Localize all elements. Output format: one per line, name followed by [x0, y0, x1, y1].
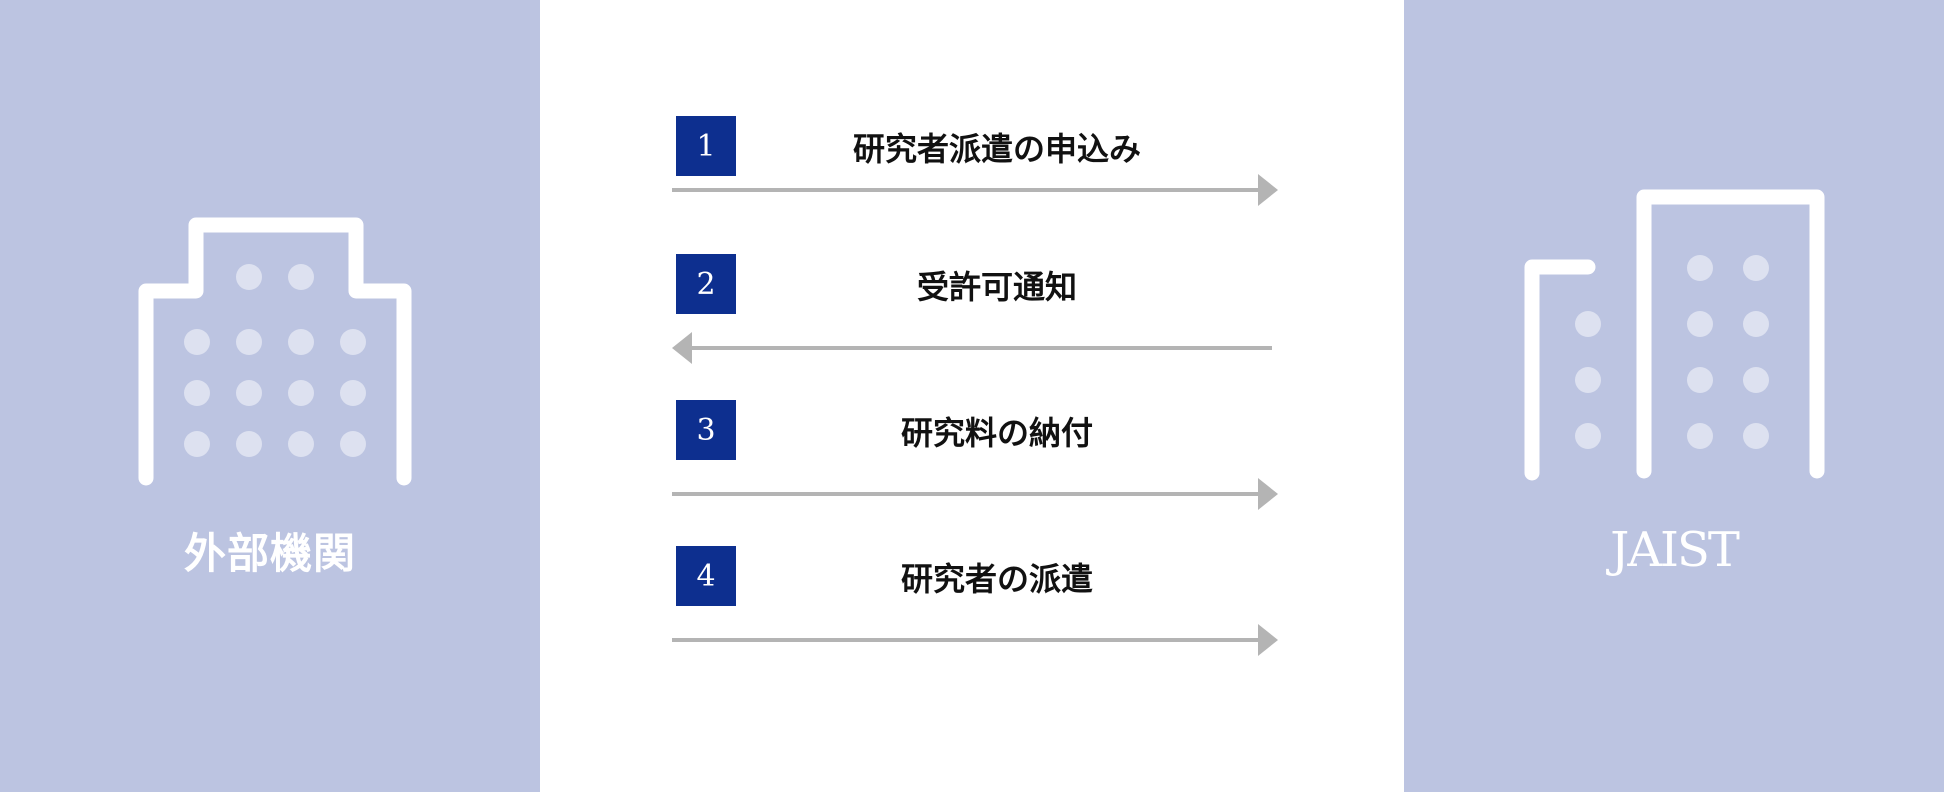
step-title: 研究者の派遣 — [900, 560, 1093, 598]
step-number-badge: 2 — [676, 254, 736, 314]
step-3: 3 研究料の納付 — [672, 400, 1292, 520]
step-title: 研究料の納付 — [900, 414, 1093, 452]
right-arrow-icon — [672, 624, 1278, 656]
right-arrow-icon — [672, 174, 1278, 206]
external-organization-panel: 外部機関 — [0, 0, 540, 792]
external-organization-label: 外部機関 — [183, 529, 356, 578]
right-arrow-icon — [672, 478, 1278, 510]
step-number-badge: 3 — [676, 400, 736, 460]
step-number-badge: 4 — [676, 546, 736, 606]
office-building-icon — [138, 217, 412, 486]
jaist-logo: JAIST — [1610, 522, 1740, 578]
step-1: 1 研究者派遣の申込み — [672, 116, 1292, 236]
step-number-badge: 1 — [676, 116, 736, 176]
step-title: 研究者派遣の申込み — [852, 130, 1141, 168]
jaist-panel: JAIST — [1404, 0, 1944, 792]
step-4: 4 研究者の派遣 — [672, 546, 1292, 666]
step-2: 2 受許可通知 — [672, 254, 1292, 374]
twin-buildings-icon — [1524, 189, 1825, 481]
step-title: 受許可通知 — [916, 268, 1077, 306]
left-arrow-icon — [672, 332, 1272, 364]
